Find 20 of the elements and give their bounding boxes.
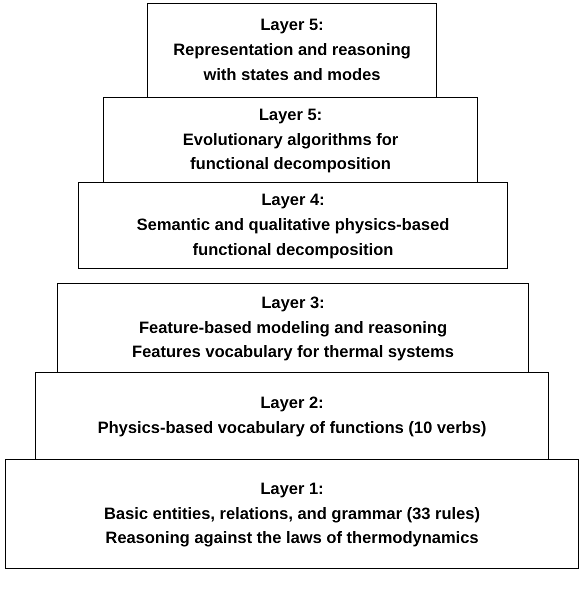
layer-box (103, 97, 478, 183)
layer-box (35, 372, 549, 460)
layer-description: Physics-based vocabulary of functions (10 verbs) (98, 418, 486, 439)
layer-heading: Layer 1: (260, 478, 324, 500)
layer-description: Feature-based modeling and reasoning (138, 318, 448, 339)
layer-description: Reasoning against the laws of thermodynamics (105, 528, 479, 550)
layer-heading: Layer 5: (260, 15, 324, 36)
layer-box (78, 182, 508, 269)
layer-box (5, 459, 579, 569)
layer-description: Features vocabulary for thermal systems (132, 342, 454, 364)
layer-description: Representation and reasoning with states and modes (172, 40, 412, 86)
layer-heading: Layer 5: (258, 104, 322, 126)
layer-box (57, 283, 529, 373)
layer-heading: Layer 4: (261, 190, 325, 212)
layer-box (147, 3, 437, 98)
layer-description: Basic entities, relations, and grammar (33 rules) (104, 504, 480, 525)
layer-description: Semantic and qualitative physics-based functional decomposition (136, 215, 450, 261)
layer-heading: Layer 3: (261, 292, 325, 314)
layer-heading: Layer 2: (260, 393, 324, 414)
layer-description: Evolutionary algorithms for functional decomposition (182, 130, 400, 176)
